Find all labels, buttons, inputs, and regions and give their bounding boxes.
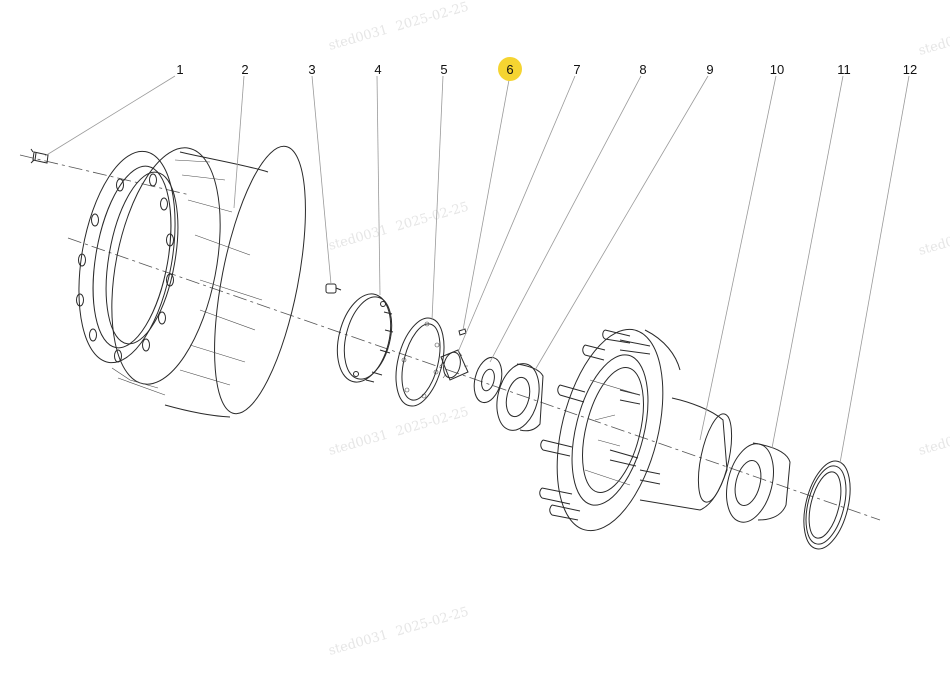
watermark-user: sted0031 <box>327 628 390 659</box>
watermark: sted0031 <box>917 428 950 459</box>
callout-1[interactable]: 1 <box>176 62 183 77</box>
callout-label: 1 <box>176 62 183 77</box>
callout-6[interactable]: 6 <box>498 57 522 81</box>
callout-2[interactable]: 2 <box>241 62 248 77</box>
callout-4[interactable]: 4 <box>374 62 381 77</box>
leader-2 <box>233 75 245 209</box>
watermark-user: sted0031 <box>917 28 950 59</box>
centre-axis <box>19 154 881 521</box>
leader-lines <box>44 75 910 464</box>
part-3-screw <box>325 283 342 294</box>
watermark-date: 2025-02-25 <box>394 604 470 639</box>
callout-9[interactable]: 9 <box>706 62 713 77</box>
callout-label: 9 <box>706 62 713 77</box>
part-10-wheel-hub <box>539 328 733 532</box>
watermark: sted0031 <box>917 228 950 259</box>
callout-label: 12 <box>903 62 917 77</box>
leader-8 <box>489 75 642 363</box>
watermark-user: sted0031 <box>917 228 950 259</box>
callout-3[interactable]: 3 <box>308 62 315 77</box>
leader-10 <box>699 75 777 441</box>
part-4-cover-plate <box>336 293 394 383</box>
watermark: sted0031 2025-02-25 <box>327 404 470 458</box>
part-1-screw <box>30 148 49 164</box>
watermark-date: 2025-02-25 <box>394 404 470 439</box>
hub-studs <box>539 329 661 521</box>
leader-6 <box>462 79 510 331</box>
callout-label: 10 <box>770 62 784 77</box>
part-12-seal-ring <box>803 460 851 550</box>
part-8-washer <box>473 356 503 404</box>
watermarks: sted0031 2025-02-25 sted0031 2025-02-25 … <box>327 0 950 659</box>
watermark-user: sted0031 <box>917 428 950 459</box>
watermark-date: 2025-02-25 <box>394 199 470 234</box>
watermark-date: 2025-02-25 <box>394 0 470 35</box>
watermark: sted0031 2025-02-25 <box>327 199 470 253</box>
callout-11[interactable]: 11 <box>837 62 851 77</box>
watermark-user: sted0031 <box>327 23 390 54</box>
callout-label: 2 <box>241 62 248 77</box>
leader-3 <box>311 75 332 285</box>
watermark-user: sted0031 <box>327 223 390 254</box>
callout-highlight <box>498 57 522 81</box>
part-11-inner-bearing <box>726 442 791 523</box>
callout-8[interactable]: 8 <box>639 62 646 77</box>
drum-bolt-holes <box>76 173 174 363</box>
callout-7[interactable]: 7 <box>573 62 580 77</box>
part-6-pin <box>458 328 467 336</box>
callout-labels: 1 2 3 4 5 6 7 8 9 10 11 <box>176 57 917 81</box>
callout-label: 4 <box>374 62 381 77</box>
part-5-gasket <box>395 317 445 407</box>
leader-4 <box>376 75 381 296</box>
callout-label: 6 <box>506 62 513 77</box>
callout-label: 3 <box>308 62 315 77</box>
part-7-castle-nut <box>439 349 469 381</box>
part-2-brake-drum <box>76 145 306 418</box>
leader-12 <box>839 75 910 464</box>
leader-9 <box>534 75 709 371</box>
watermark-user: sted0031 <box>327 428 390 459</box>
leader-11 <box>771 75 844 449</box>
callout-label: 5 <box>440 62 447 77</box>
watermark: sted0031 2025-02-25 <box>327 604 470 658</box>
callout-10[interactable]: 10 <box>770 62 784 77</box>
watermark: sted0031 <box>917 28 950 59</box>
watermark: sted0031 2025-02-25 <box>327 0 470 54</box>
leader-1 <box>44 75 176 157</box>
leader-7 <box>457 75 576 353</box>
callout-12[interactable]: 12 <box>903 62 917 77</box>
callout-label: 8 <box>639 62 646 77</box>
part-9-outer-bearing <box>496 363 544 432</box>
leader-5 <box>431 75 444 321</box>
callout-5[interactable]: 5 <box>440 62 447 77</box>
callout-label: 7 <box>573 62 580 77</box>
callout-label: 11 <box>837 62 851 77</box>
